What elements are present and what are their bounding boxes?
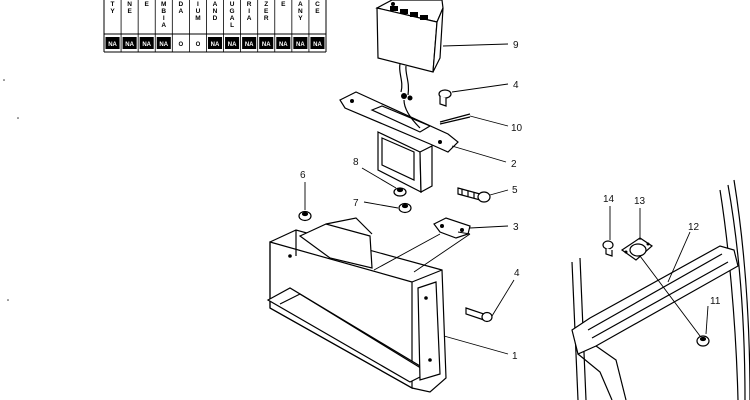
rod-drawing [439, 113, 471, 125]
callout-11: 11 [710, 296, 721, 307]
table-value-cell: NA [228, 42, 237, 48]
table-value-cell-bg [242, 37, 257, 49]
table-value-cell: NA [125, 42, 134, 48]
callout-4: 4 [514, 268, 520, 279]
callout-4: 4 [513, 80, 519, 91]
clamp-drawing [433, 217, 471, 239]
table-value-cell: NA [279, 42, 288, 48]
nut-drawing [398, 202, 412, 214]
callout-9: 9 [513, 40, 519, 51]
nut-drawing [696, 335, 710, 347]
table-value-cell-bg [276, 37, 291, 49]
table-value-cell: NA [142, 42, 151, 48]
callout-12: 12 [688, 222, 700, 233]
callout-14: 14 [603, 194, 615, 205]
callout-5: 5 [512, 185, 518, 196]
table-value-cell-bg [225, 37, 240, 49]
table-value-cell: O [179, 42, 184, 48]
table-value-cell-bg [156, 37, 171, 49]
table-value-cell-bg [139, 37, 154, 49]
callout-3: 3 [513, 222, 519, 233]
screw-drawing [465, 307, 493, 323]
callout-1: 1 [512, 351, 518, 362]
nut-drawing [298, 210, 312, 222]
callout-2: 2 [511, 159, 517, 170]
table-header-cell: E [145, 1, 150, 8]
table-value-cell: NA [245, 42, 254, 48]
bolt-drawing [602, 240, 614, 257]
table-value-row: NA NA NA NA O O NA NA NA NA NA NA NA [105, 37, 325, 49]
leader-lines [304, 43, 709, 355]
bolt-drawing [457, 187, 491, 203]
table-header-cell: E [281, 1, 286, 8]
door-panel-drawing [571, 179, 750, 400]
table-value-cell: NA [159, 42, 168, 48]
table-value-cell: NA [313, 42, 322, 48]
table-value-cell-bg [105, 37, 120, 49]
housing-drawing [266, 217, 447, 393]
margin-dot [7, 299, 9, 301]
table-value-cell-bg [207, 37, 223, 49]
nut-drawing [393, 187, 407, 197]
mounting-bracket-drawing [339, 91, 459, 193]
margin-dot [3, 79, 5, 81]
callout-10: 10 [511, 123, 523, 134]
table-value-cell-bg [190, 37, 205, 49]
applicability-table [103, 0, 327, 53]
screw-drawing [438, 89, 452, 107]
plug-plate-drawing [620, 237, 653, 261]
table-value-cell: O [196, 42, 201, 48]
callout-7: 7 [353, 198, 359, 209]
callout-13: 13 [634, 196, 646, 207]
table-value-cell: NA [108, 42, 117, 48]
callout-8: 8 [353, 157, 359, 168]
table-value-cell: NA [211, 42, 220, 48]
margin-dot [17, 117, 19, 119]
table-value-cell-bg [173, 37, 188, 49]
table-value-cell-bg [293, 37, 308, 49]
table-value-cell: NA [296, 42, 305, 48]
callout-6: 6 [300, 170, 306, 181]
table-value-cell-bg [259, 37, 274, 49]
table-value-cell: NA [262, 42, 271, 48]
gauge-unit-drawing [375, 0, 444, 101]
table-value-cell-bg [310, 37, 325, 49]
table-value-cell-bg [122, 37, 137, 49]
